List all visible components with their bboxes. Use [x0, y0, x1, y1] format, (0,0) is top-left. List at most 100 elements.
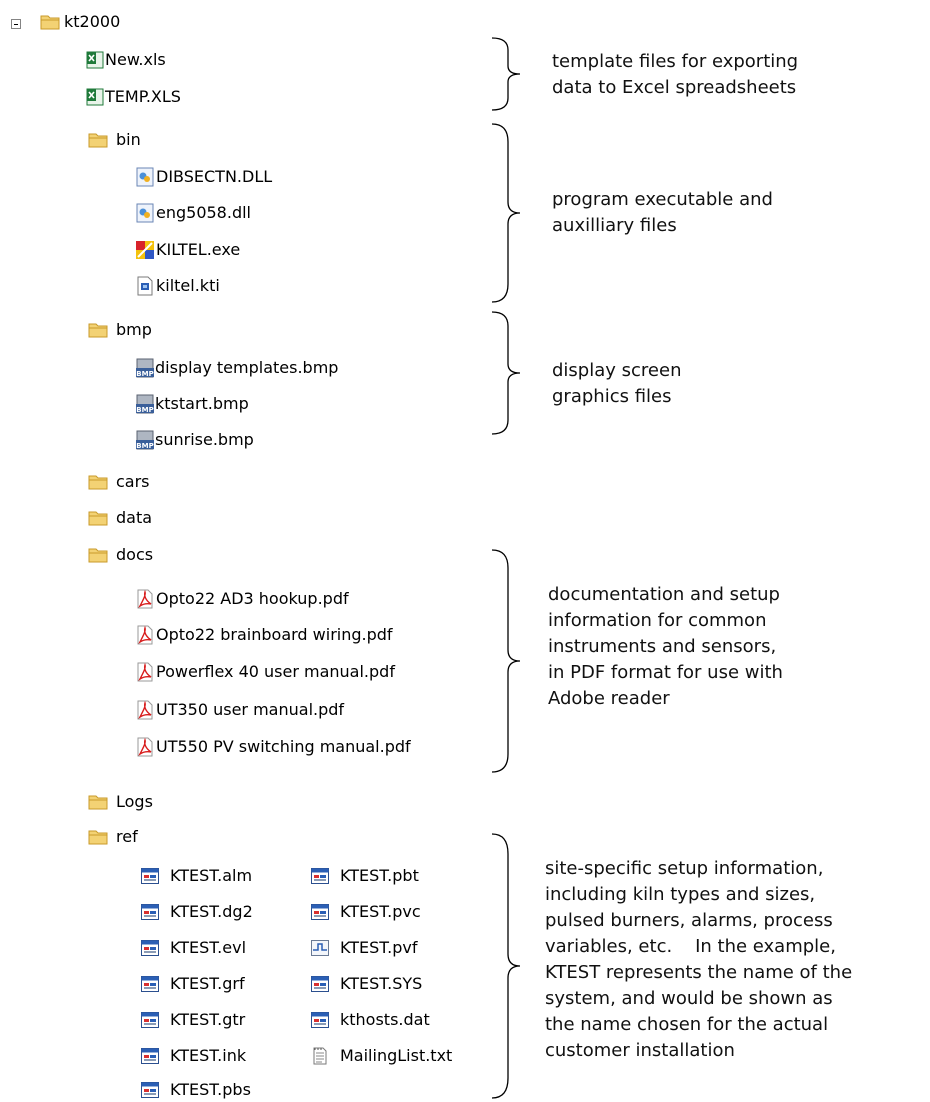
config-file-icon	[137, 276, 153, 296]
file-name: KTEST.ink	[170, 1046, 247, 1065]
excel-file-icon	[86, 51, 104, 69]
annotation-display: display screen graphics files	[552, 358, 681, 410]
annotation-line: including kiln types and sizes,	[545, 884, 816, 905]
annotation-line: instruments and sensors,	[548, 636, 777, 657]
folder-icon	[40, 15, 60, 30]
annotation-line: in PDF format for use with	[548, 662, 783, 683]
file-name: Opto22 brainboard wiring.pdf	[156, 625, 393, 644]
annotation-line: display screen	[552, 360, 682, 381]
bitmap-file-icon: BMP	[136, 358, 154, 378]
annotation-line: graphics files	[552, 386, 672, 407]
folder-icon	[88, 133, 108, 148]
file-name: New.xls	[105, 50, 166, 69]
tree-item-label: docs	[116, 545, 154, 564]
tree-item-label: kt2000	[64, 12, 121, 31]
annotation-line: template files for exporting	[552, 51, 799, 72]
file-name: kiltel.kti	[156, 276, 220, 295]
annotation-program: program executable and auxilliary files	[552, 187, 773, 239]
annotation-line: information for common	[548, 610, 767, 631]
tree-item-label: Logs	[116, 792, 153, 811]
folder-icon	[88, 548, 108, 563]
file-name: KTEST.pbt	[340, 866, 419, 885]
folder-icon	[88, 511, 108, 526]
system-file-icon	[141, 1012, 159, 1028]
folder-icon	[88, 795, 108, 810]
file-name: Opto22 AD3 hookup.pdf	[156, 589, 349, 608]
annotation-line: auxilliary files	[552, 215, 677, 236]
file-name: DIBSECTN.DLL	[156, 167, 273, 186]
annotation-line: site-specific setup information,	[545, 858, 824, 879]
tree-item-label: ref	[116, 827, 138, 846]
tree-item-label: bin	[116, 130, 141, 149]
folder-icon	[88, 323, 108, 338]
brace-program	[491, 123, 521, 303]
system-file-icon	[311, 1012, 329, 1028]
file-name: eng5058.dll	[156, 203, 251, 222]
application-icon	[136, 241, 154, 259]
folder-icon	[88, 830, 108, 845]
annotation-line: system, and would be shown as	[545, 988, 833, 1009]
file-name: KTEST.grf	[170, 974, 245, 993]
brace-templates	[491, 37, 521, 111]
annotation-templates: template files for exporting data to Exc…	[552, 49, 798, 101]
brace-site	[491, 833, 521, 1099]
bitmap-file-icon: BMP	[136, 394, 154, 414]
file-name: KTEST.SYS	[340, 974, 423, 993]
annotation-line: customer installation	[545, 1040, 735, 1061]
file-name: UT350 user manual.pdf	[156, 700, 345, 719]
annotation-site: site-specific setup information, includi…	[545, 856, 852, 1064]
annotation-line: pulsed burners, alarms, process	[545, 910, 833, 931]
pdf-file-icon	[137, 700, 153, 720]
system-file-icon	[141, 1048, 159, 1064]
svg-text:BMP: BMP	[136, 370, 153, 378]
file-name: ktstart.bmp	[155, 394, 249, 413]
file-name: KTEST.pbs	[170, 1080, 251, 1099]
tree-item-label: data	[116, 508, 153, 527]
annotation-line: data to Excel spreadsheets	[552, 77, 797, 98]
file-name: Powerflex 40 user manual.pdf	[156, 662, 395, 681]
file-name: sunrise.bmp	[155, 430, 254, 449]
system-file-icon	[311, 868, 329, 884]
waveform-file-icon	[311, 940, 329, 956]
svg-text:BMP: BMP	[136, 406, 153, 414]
system-file-icon	[141, 868, 159, 884]
file-name: KTEST.pvf	[340, 938, 418, 957]
annotation-line: program executable and	[552, 189, 773, 210]
dll-file-icon	[136, 203, 154, 223]
file-name: KTEST.pvc	[340, 902, 421, 921]
system-file-icon	[141, 904, 159, 920]
system-file-icon	[141, 1082, 159, 1098]
collapse-toggle[interactable]	[11, 19, 21, 29]
tree-item-label: bmp	[116, 320, 152, 339]
text-file-icon	[313, 1047, 327, 1065]
file-name: display templates.bmp	[155, 358, 339, 377]
file-name: UT550 PV switching manual.pdf	[156, 737, 411, 756]
file-name: TEMP.XLS	[105, 87, 181, 106]
annotation-docs: documentation and setup information for …	[548, 582, 783, 712]
system-file-icon	[141, 940, 159, 956]
annotation-line: documentation and setup	[548, 584, 780, 605]
file-name: kthosts.dat	[340, 1010, 430, 1029]
folder-icon	[88, 475, 108, 490]
svg-text:BMP: BMP	[136, 442, 153, 450]
annotation-line: the name chosen for the actual	[545, 1014, 829, 1035]
pdf-file-icon	[137, 662, 153, 682]
dll-file-icon	[136, 167, 154, 187]
annotation-line: variables, etc. In the example,	[545, 936, 836, 957]
annotation-line: KTEST represents the name of the	[545, 962, 853, 983]
excel-file-icon	[86, 88, 104, 106]
file-name: KTEST.gtr	[170, 1010, 246, 1029]
pdf-file-icon	[137, 737, 153, 757]
system-file-icon	[311, 976, 329, 992]
file-name: KILTEL.exe	[156, 240, 241, 259]
pdf-file-icon	[137, 589, 153, 609]
file-name: KTEST.dg2	[170, 902, 253, 921]
file-name: KTEST.evl	[170, 938, 247, 957]
tree-item-label: cars	[116, 472, 150, 491]
annotation-line: Adobe reader	[548, 688, 670, 709]
brace-docs	[491, 549, 521, 773]
file-name: KTEST.alm	[170, 866, 253, 885]
file-name: MailingList.txt	[340, 1046, 453, 1065]
bitmap-file-icon: BMP	[136, 430, 154, 450]
system-file-icon	[311, 904, 329, 920]
